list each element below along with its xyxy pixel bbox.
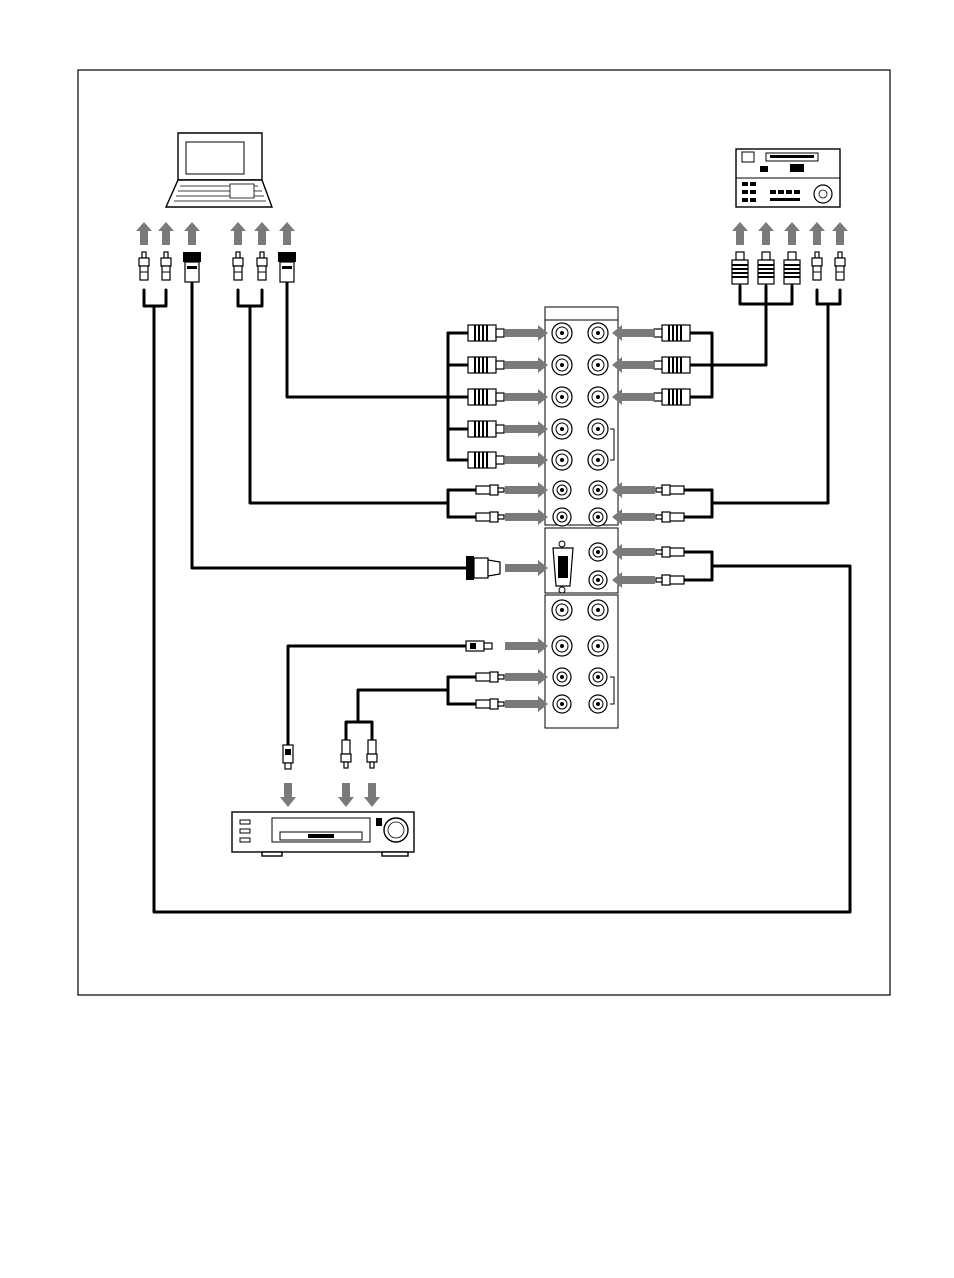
panel-bnc-out-jack xyxy=(588,387,608,407)
rca-plug xyxy=(476,699,504,709)
right-arrow xyxy=(505,357,548,373)
panel-audio-in-jack xyxy=(553,481,571,499)
panel-audio-out-jack xyxy=(589,695,607,713)
rca-plug xyxy=(812,252,822,280)
rca-plug xyxy=(233,252,243,280)
bnc-plug xyxy=(654,357,690,373)
rca-plug xyxy=(476,485,504,495)
right-arrow xyxy=(505,389,548,405)
rca-plug xyxy=(139,252,149,280)
cable-svideo xyxy=(288,646,466,745)
right-arrow xyxy=(505,509,548,525)
laptop-icon xyxy=(166,133,272,207)
right-arrow xyxy=(505,696,548,712)
up-arrow xyxy=(784,222,800,245)
up-arrow xyxy=(254,222,270,245)
dsub-plug xyxy=(466,556,500,580)
bnc-plug xyxy=(468,389,504,405)
rca-plug xyxy=(656,512,684,522)
cable-audio-pair xyxy=(817,290,840,304)
bnc-plug xyxy=(468,421,504,437)
rca-plug xyxy=(656,485,684,495)
up-arrow xyxy=(732,222,748,245)
right-arrow xyxy=(505,669,548,685)
up-arrow xyxy=(184,222,200,245)
panel-bnc-out-jack xyxy=(588,355,608,375)
dsub-plug xyxy=(278,252,296,282)
cable-audio-long xyxy=(712,304,828,503)
right-arrow xyxy=(505,452,548,468)
panel-audio-out-jack xyxy=(589,508,607,526)
up-arrow xyxy=(136,222,152,245)
panel-audio-out-jack xyxy=(589,668,607,686)
up-arrow xyxy=(158,222,174,245)
rca-plug xyxy=(835,252,845,280)
panel-svideo-jack xyxy=(552,636,572,656)
rca-plug xyxy=(161,252,171,280)
panel-bnc-in-jack xyxy=(552,387,572,407)
right-arrow xyxy=(505,638,548,654)
bnc-plug xyxy=(654,325,690,341)
panel-audio-in-jack xyxy=(553,695,571,713)
panel-bnc-out-jack xyxy=(588,323,608,343)
panel-audio-out-jack xyxy=(589,481,607,499)
cable-video xyxy=(287,282,448,397)
up-arrow xyxy=(832,222,848,245)
cable-dsub xyxy=(192,282,470,568)
down-arrow xyxy=(338,783,354,807)
panel-svideo-jack xyxy=(588,636,608,656)
bnc-plug xyxy=(468,357,504,373)
cable-bnc xyxy=(690,286,766,365)
panel-jack xyxy=(588,600,608,620)
bnc-plug xyxy=(784,252,800,284)
panel-audio-in-jack xyxy=(589,543,607,561)
bnc-plug xyxy=(732,252,748,284)
panel-bnc-in-jack xyxy=(552,450,572,470)
panel-bnc-out-jack xyxy=(588,419,608,439)
up-arrow xyxy=(230,222,246,245)
right-arrow xyxy=(505,560,548,576)
panel-bnc-in-jack xyxy=(552,355,572,375)
panel-bnc-in-jack xyxy=(552,323,572,343)
cable-audio-pair xyxy=(144,290,166,306)
right-arrow xyxy=(505,325,548,341)
cable-audio-long xyxy=(250,306,448,503)
up-arrow xyxy=(809,222,825,245)
panel-audio-in-jack xyxy=(589,571,607,589)
down-arrow xyxy=(364,783,380,807)
up-arrow xyxy=(279,222,295,245)
rca-plug xyxy=(656,547,684,557)
right-arrow xyxy=(505,421,548,437)
rca-plug xyxy=(656,575,684,585)
rca-plug xyxy=(476,672,504,682)
diagram-frame xyxy=(78,70,890,995)
dsub-plug xyxy=(183,252,201,282)
rca-plug xyxy=(257,252,267,280)
bnc-plug xyxy=(468,452,504,468)
down-arrow xyxy=(280,783,296,807)
rca-plug xyxy=(476,512,504,522)
panel-bnc-out-jack xyxy=(588,450,608,470)
cable-audio xyxy=(358,722,372,740)
vcr-icon xyxy=(232,812,414,856)
rca-plug xyxy=(367,740,377,768)
svideo-plug xyxy=(283,745,293,769)
bnc-plug xyxy=(758,252,774,284)
bnc-plug xyxy=(654,389,690,405)
rca-plug xyxy=(341,740,351,768)
panel-jack xyxy=(552,600,572,620)
panel-audio-in-jack xyxy=(553,668,571,686)
panel-dsub-jack xyxy=(553,541,573,593)
panel-audio-in-jack xyxy=(553,508,571,526)
up-arrow xyxy=(758,222,774,245)
cable-audio-pair xyxy=(238,290,262,306)
svideo-plug xyxy=(466,641,492,651)
right-arrow xyxy=(505,482,548,498)
bnc-plug xyxy=(468,325,504,341)
panel-bnc-in-jack xyxy=(552,419,572,439)
vtr-icon xyxy=(736,149,840,207)
cable-audio xyxy=(346,690,448,740)
